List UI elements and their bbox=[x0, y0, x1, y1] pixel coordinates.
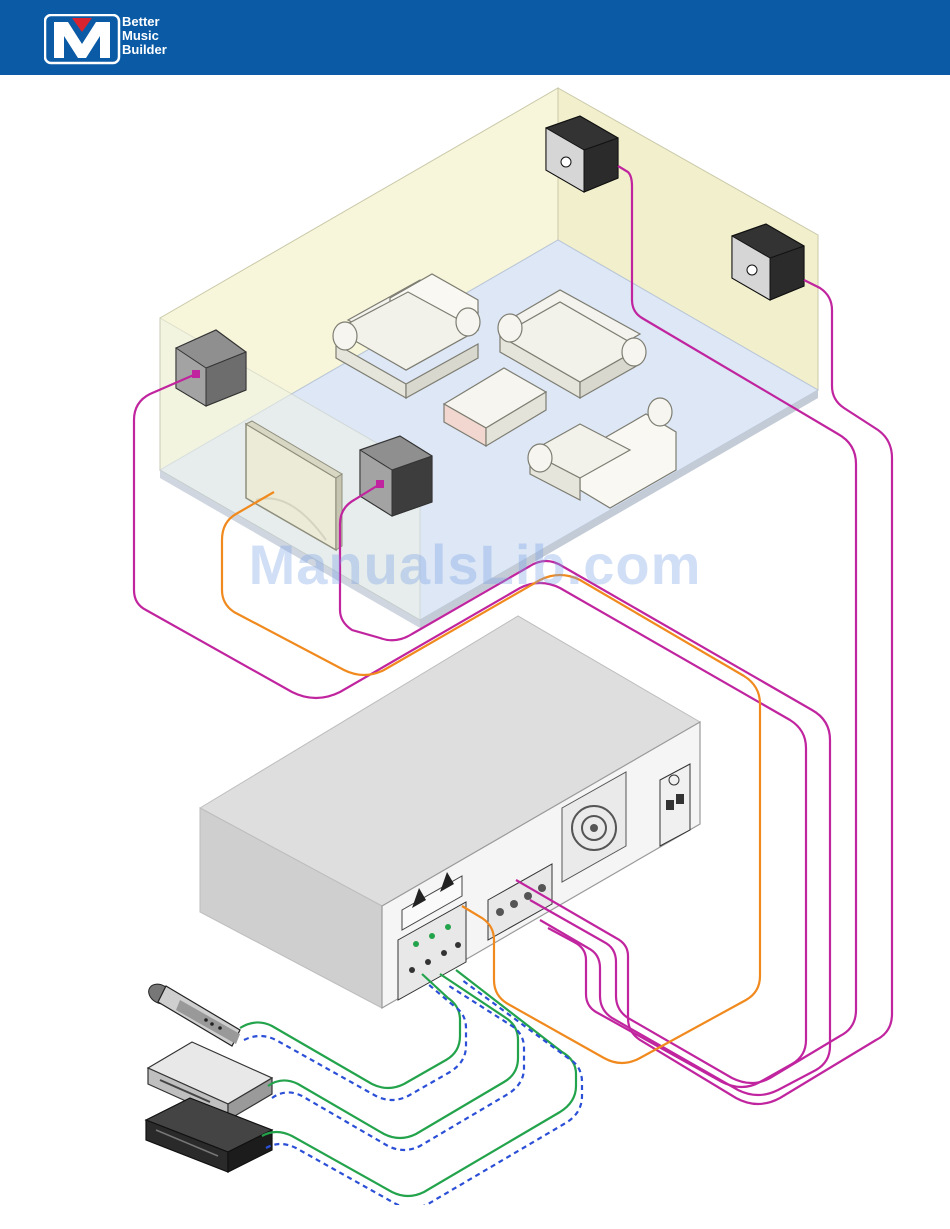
microphone-icon bbox=[145, 980, 240, 1046]
control-wires bbox=[244, 980, 582, 1205]
amplifier-icon bbox=[200, 616, 700, 1008]
brand-line-1: Better bbox=[122, 15, 167, 29]
audio-wires bbox=[240, 970, 576, 1196]
brand-wordmark: Better Music Builder bbox=[122, 15, 167, 57]
header-bar: Better Music Builder bbox=[0, 0, 950, 75]
brand-line-3: Builder bbox=[122, 43, 167, 57]
system-connection-diagram bbox=[0, 75, 950, 1205]
receiver-icon bbox=[146, 1098, 272, 1172]
brand-line-2: Music bbox=[122, 29, 167, 43]
watermark-text: ManualsLib.com bbox=[0, 532, 950, 597]
